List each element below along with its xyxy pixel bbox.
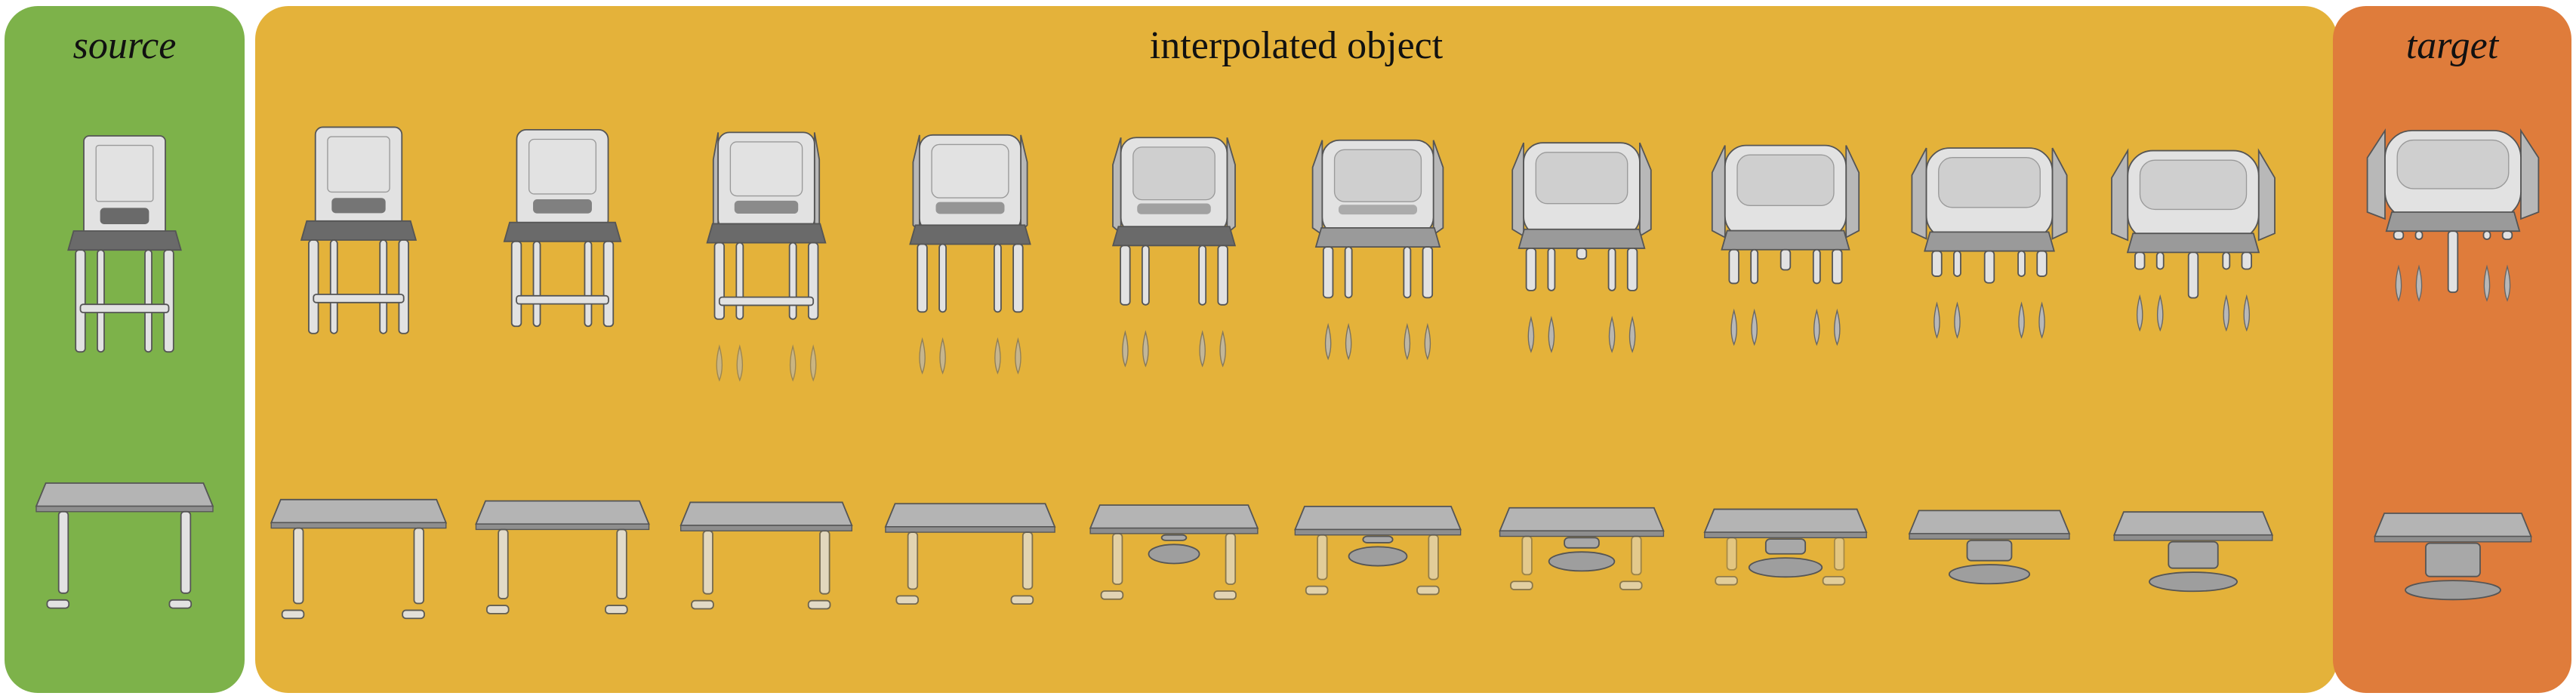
target-table xyxy=(2374,513,2532,601)
source-table xyxy=(35,482,214,609)
interp-table xyxy=(1908,510,2071,585)
interp-chair xyxy=(1911,147,2068,339)
source-panel: source xyxy=(5,6,245,693)
target-panel: target xyxy=(2333,6,2571,693)
source-chair xyxy=(67,135,182,353)
interp-table xyxy=(1294,506,1462,596)
interp-table xyxy=(884,503,1056,605)
interp-chair xyxy=(1511,142,1652,353)
interp-table xyxy=(1703,508,1868,586)
interp-chair xyxy=(2111,148,2276,332)
interp-chair xyxy=(1111,137,1237,368)
interp-chair xyxy=(909,134,1031,375)
interp-table xyxy=(1499,507,1665,590)
interp-chair xyxy=(1711,144,1860,346)
interp-chair xyxy=(1311,139,1444,361)
target-chair xyxy=(2366,128,2540,302)
interp-table xyxy=(475,500,650,614)
target-title: target xyxy=(2405,24,2499,67)
interp-table xyxy=(1089,504,1259,600)
interp-table xyxy=(2112,511,2274,593)
interp-chair xyxy=(706,131,827,382)
source-title: source xyxy=(72,24,177,67)
interp-chair xyxy=(300,126,418,334)
interp-table xyxy=(270,498,448,620)
interp-chair xyxy=(503,129,622,328)
interp-table xyxy=(679,501,853,610)
interpolated-title: interpolated object xyxy=(1149,24,1444,67)
